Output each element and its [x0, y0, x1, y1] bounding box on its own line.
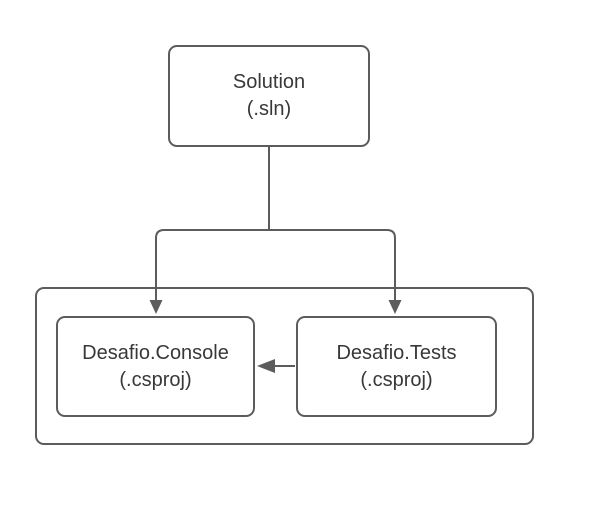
- node-desafio-tests: Desafio.Tests (.csproj): [296, 316, 497, 417]
- node-solution-label: Solution: [232, 71, 306, 93]
- node-desafio-console-sublabel: (.csproj): [119, 368, 192, 391]
- node-solution: Solution (.sln): [168, 45, 370, 147]
- node-desafio-tests-label: Desafio.Tests: [336, 341, 457, 364]
- node-solution-sublabel: (.sln): [246, 98, 292, 120]
- node-desafio-tests-sublabel: (.csproj): [360, 368, 433, 391]
- node-desafio-console-label: Desafio.Console: [82, 341, 229, 364]
- node-desafio-console: Desafio.Console (.csproj): [56, 316, 255, 417]
